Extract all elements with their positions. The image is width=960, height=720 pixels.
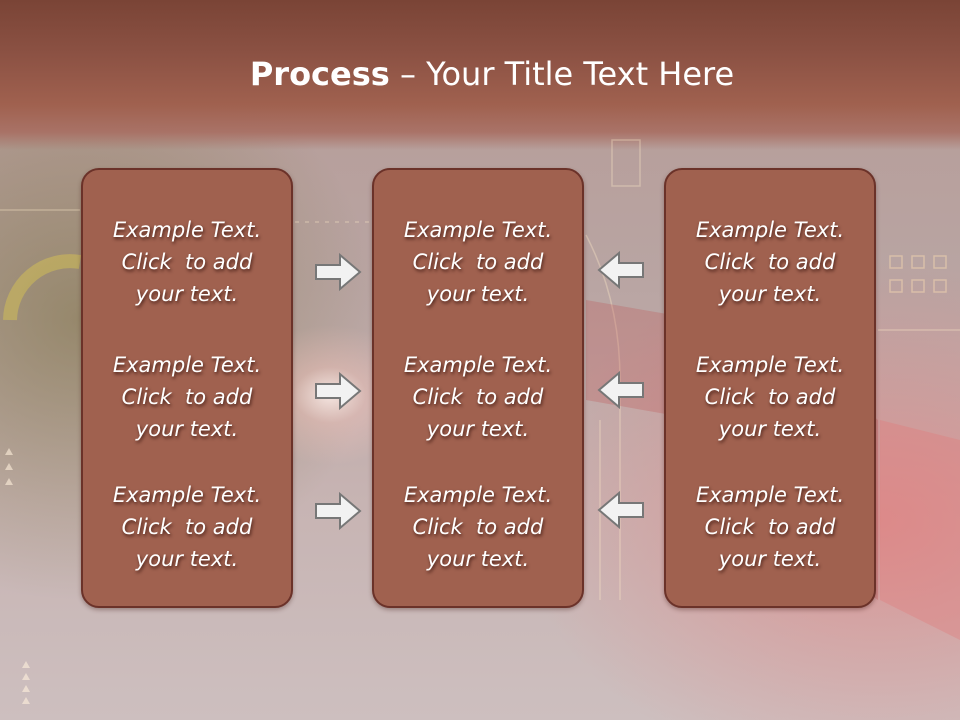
right-arrow-icon [315, 252, 362, 292]
entry-line: Click to add [121, 515, 253, 539]
entry-line: Click to add [704, 250, 836, 274]
entry-line: your text. [426, 282, 530, 306]
entry-line: your text. [426, 417, 530, 441]
entry-line: Click to add [121, 250, 253, 274]
entry-line: your text. [718, 547, 822, 571]
entry-line: Example Text. [695, 353, 845, 377]
entry-line: Click to add [412, 250, 544, 274]
entry-line: Example Text. [403, 218, 553, 242]
text-entry[interactable]: Example Text. Click to add your text. [666, 214, 874, 310]
entry-line: your text. [718, 417, 822, 441]
entry-line: Example Text. [695, 483, 845, 507]
entry-line: your text. [426, 547, 530, 571]
left-arrow-icon [597, 370, 644, 410]
text-entry[interactable]: Example Text. Click to add your text. [83, 214, 291, 310]
entry-line: Example Text. [403, 353, 553, 377]
text-entry[interactable]: Example Text. Click to add your text. [83, 349, 291, 445]
entry-line: your text. [135, 282, 239, 306]
right-arrow-icon [315, 491, 362, 531]
entry-line: Click to add [704, 385, 836, 409]
left-text-box[interactable]: Example Text. Click to add your text. Ex… [81, 168, 293, 608]
right-text-box[interactable]: Example Text. Click to add your text. Ex… [664, 168, 876, 608]
entry-line: Example Text. [112, 218, 262, 242]
center-text-box[interactable]: Example Text. Click to add your text. Ex… [372, 168, 584, 608]
entry-line: Example Text. [112, 483, 262, 507]
text-entry[interactable]: Example Text. Click to add your text. [374, 479, 582, 575]
title-bold: Process [249, 55, 390, 93]
entry-line: Example Text. [695, 218, 845, 242]
entry-line: Click to add [412, 515, 544, 539]
entry-line: Click to add [412, 385, 544, 409]
slide-title[interactable]: Process – Your Title Text Here [0, 50, 960, 98]
text-entry[interactable]: Example Text. Click to add your text. [83, 479, 291, 575]
entry-line: your text. [135, 417, 239, 441]
title-rest: – Your Title Text Here [389, 55, 735, 93]
left-arrow-icon [597, 250, 644, 290]
right-arrow-icon [315, 371, 362, 411]
entry-line: Click to add [121, 385, 253, 409]
text-entry[interactable]: Example Text. Click to add your text. [374, 214, 582, 310]
text-entry[interactable]: Example Text. Click to add your text. [666, 479, 874, 575]
left-arrow-icon [597, 490, 644, 530]
entry-line: your text. [135, 547, 239, 571]
text-entry[interactable]: Example Text. Click to add your text. [666, 349, 874, 445]
header-band [0, 0, 960, 150]
entry-line: your text. [718, 282, 822, 306]
entry-line: Example Text. [112, 353, 262, 377]
text-entry[interactable]: Example Text. Click to add your text. [374, 349, 582, 445]
entry-line: Click to add [704, 515, 836, 539]
entry-line: Example Text. [403, 483, 553, 507]
